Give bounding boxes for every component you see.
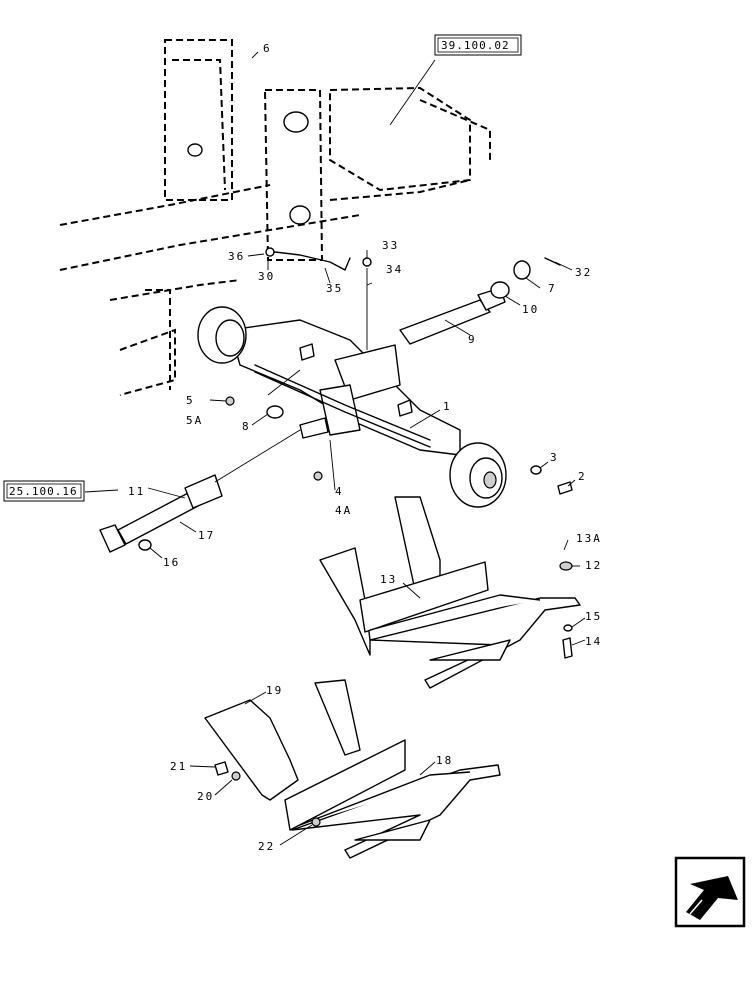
callout-17: 17 bbox=[198, 529, 215, 542]
callout-1: 1 bbox=[443, 400, 452, 413]
reference-label-25: 25.100.16 bbox=[9, 485, 78, 498]
callout-13A: 13A bbox=[576, 532, 602, 545]
callout-9: 9 bbox=[468, 333, 477, 346]
callout-3: 3 bbox=[550, 451, 559, 464]
callout-32: 32 bbox=[575, 266, 592, 279]
next-page-arrow-icon[interactable] bbox=[674, 856, 746, 928]
callout-5A: 5A bbox=[186, 414, 203, 427]
callout-8: 8 bbox=[242, 420, 251, 433]
leader-lines bbox=[84, 51, 586, 846]
callout-19: 19 bbox=[266, 684, 283, 697]
callout-36: 36 bbox=[228, 250, 245, 263]
callout-13: 13 bbox=[380, 573, 397, 586]
callout-33: 33 bbox=[382, 239, 399, 252]
callout-34: 34 bbox=[386, 263, 403, 276]
drive-shaft bbox=[99, 429, 301, 553]
callout-14: 14 bbox=[585, 635, 602, 648]
callout-30: 30 bbox=[258, 270, 275, 283]
callout-7: 7 bbox=[548, 282, 557, 295]
callout-15: 15 bbox=[585, 610, 602, 623]
callout-20: 20 bbox=[197, 790, 214, 803]
callout-35: 35 bbox=[326, 282, 343, 295]
reference-label-39: 39.100.02 bbox=[441, 39, 510, 52]
callout-4: 4 bbox=[335, 485, 344, 498]
callout-16: 16 bbox=[163, 556, 180, 569]
callout-labels: 6 36 30 35 33 34 32 10 7 9 1 5 5A 8 4 4A… bbox=[128, 42, 602, 853]
callout-2: 2 bbox=[578, 470, 587, 483]
skid-plate-18 bbox=[204, 679, 501, 859]
callout-18: 18 bbox=[436, 754, 453, 767]
callout-10: 10 bbox=[522, 303, 539, 316]
callout-11: 11 bbox=[128, 485, 145, 498]
callout-12: 12 bbox=[585, 559, 602, 572]
callout-4A: 4A bbox=[335, 504, 352, 517]
callout-22: 22 bbox=[258, 840, 275, 853]
reference-box-25[interactable]: 25.100.16 bbox=[3, 480, 85, 502]
skid-plate-13 bbox=[319, 496, 581, 689]
callout-5: 5 bbox=[186, 394, 195, 407]
reference-box-39[interactable]: 39.100.02 bbox=[434, 34, 522, 56]
callout-6: 6 bbox=[263, 42, 272, 55]
callout-21: 21 bbox=[170, 760, 187, 773]
vehicle-frame bbox=[59, 39, 491, 396]
front-axle bbox=[197, 247, 573, 508]
